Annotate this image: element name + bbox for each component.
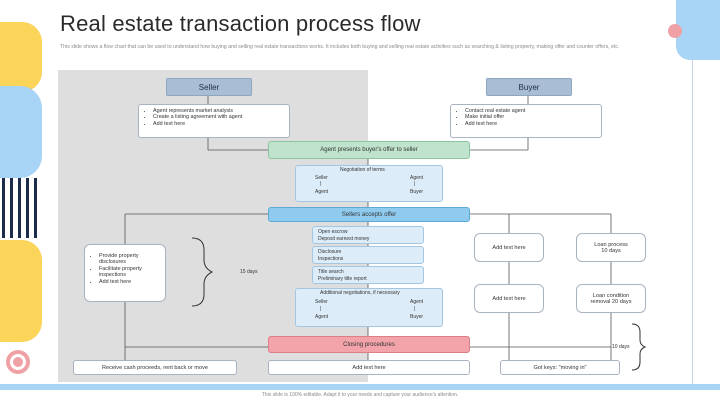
days-label-10: 10 days <box>612 344 630 350</box>
escrow-line-2: Deposit earnest money <box>318 236 370 242</box>
decor-stripes <box>2 178 42 238</box>
negotiation-right-divider: | <box>414 181 416 187</box>
list-item: Add text here <box>153 121 285 127</box>
additional-left-top: Seller <box>315 299 328 305</box>
additional-left-divider: | <box>320 306 322 312</box>
disclosure-line-2: Inspections <box>318 256 344 262</box>
decor-bottom-bar <box>0 384 720 390</box>
list-item: Facilitate property inspections <box>99 266 161 279</box>
decor-circle-inner <box>13 357 23 367</box>
list-item: Add text here <box>465 121 597 127</box>
decor-right-blue <box>676 0 720 60</box>
decor-yellow-top <box>0 22 42 92</box>
loan-process-line-2: 10 days <box>601 247 621 254</box>
decor-right-line <box>692 60 693 384</box>
page-title: Real estate transaction process flow <box>60 11 421 36</box>
days-label-15: 15 days <box>240 269 258 275</box>
loan-condition-line-2: removal 20 days <box>590 298 632 305</box>
page-subtitle: This slide shows a flow chart that can b… <box>60 44 620 50</box>
title-search-box: Title search Preliminary title report <box>312 266 424 284</box>
negotiation-box <box>295 165 443 202</box>
closing-step: Closing procedures <box>268 336 470 353</box>
additional-left-bottom: Agent <box>315 314 329 320</box>
buyer-step-box: Add text here <box>474 233 544 262</box>
negotiation-left-divider: | <box>320 181 322 187</box>
negotiation-left-bottom: Agent <box>315 189 329 195</box>
seller-outcome-box: Receive cash proceeds, rent back or move <box>73 360 237 375</box>
seller-activities-box: Agent represents market analysis Create … <box>138 104 290 138</box>
negotiation-right-top: Agent <box>410 175 424 181</box>
negotiation-right-bottom: Buyer <box>410 189 424 195</box>
list-item: Make initial offer <box>465 114 597 120</box>
escrow-box: Open escrow Deposit earnest money <box>312 226 424 244</box>
loan-condition-line-1: Loan condition <box>592 292 630 299</box>
buyer-activities-box: Contact real estate agent Make initial o… <box>450 104 602 138</box>
decor-blue-pill <box>0 86 42 178</box>
offer-step: Agent presents buyer's offer to seller <box>268 141 470 159</box>
negotiation-title: Negotiation of terms <box>340 167 385 173</box>
buyer-header: Buyer <box>486 78 572 96</box>
disclosure-line-1: Disclosure <box>318 249 342 255</box>
accepts-offer-step: Sellers accepts offer <box>268 207 470 222</box>
loan-process-box: Loan process 10 days <box>576 233 646 262</box>
additional-right-divider: | <box>414 306 416 312</box>
loan-process-line-1: Loan process <box>594 241 628 248</box>
negotiation-left-top: Seller <box>315 175 328 181</box>
escrow-line-1: Open escrow <box>318 229 348 235</box>
footer-note: This slide is 100% editable. Adapt it to… <box>261 392 459 398</box>
decor-right-circle <box>668 24 682 38</box>
additional-right-bottom: Buyer <box>410 314 424 320</box>
additional-title: Additional negotiations, if necessary <box>320 290 400 296</box>
additional-negotiations-box <box>295 288 443 327</box>
seller-disclosure-list: Provide property disclosures Facilitate … <box>84 244 166 302</box>
additional-right-top: Agent <box>410 299 424 305</box>
list-item: Create a listing agreement with agent <box>153 114 285 120</box>
buyer-step-box: Add text here <box>474 284 544 313</box>
list-item: Add text here <box>99 279 161 285</box>
disclosure-box: Disclosure Inspections <box>312 246 424 264</box>
decor-yellow-bottom <box>0 240 42 342</box>
title-search-line-2: Preliminary title report <box>318 276 367 282</box>
list-item: Contact real estate agent <box>465 108 597 114</box>
loan-condition-box: Loan condition removal 20 days <box>576 284 646 313</box>
buyer-outcome-box: Got keys: "moving in" <box>500 360 620 375</box>
seller-header: Seller <box>166 78 252 96</box>
list-item: Provide property disclosures <box>99 253 161 266</box>
title-search-line-1: Title search <box>318 269 344 275</box>
middle-outcome-box: Add text here <box>268 360 470 375</box>
list-item: Agent represents market analysis <box>153 108 285 114</box>
